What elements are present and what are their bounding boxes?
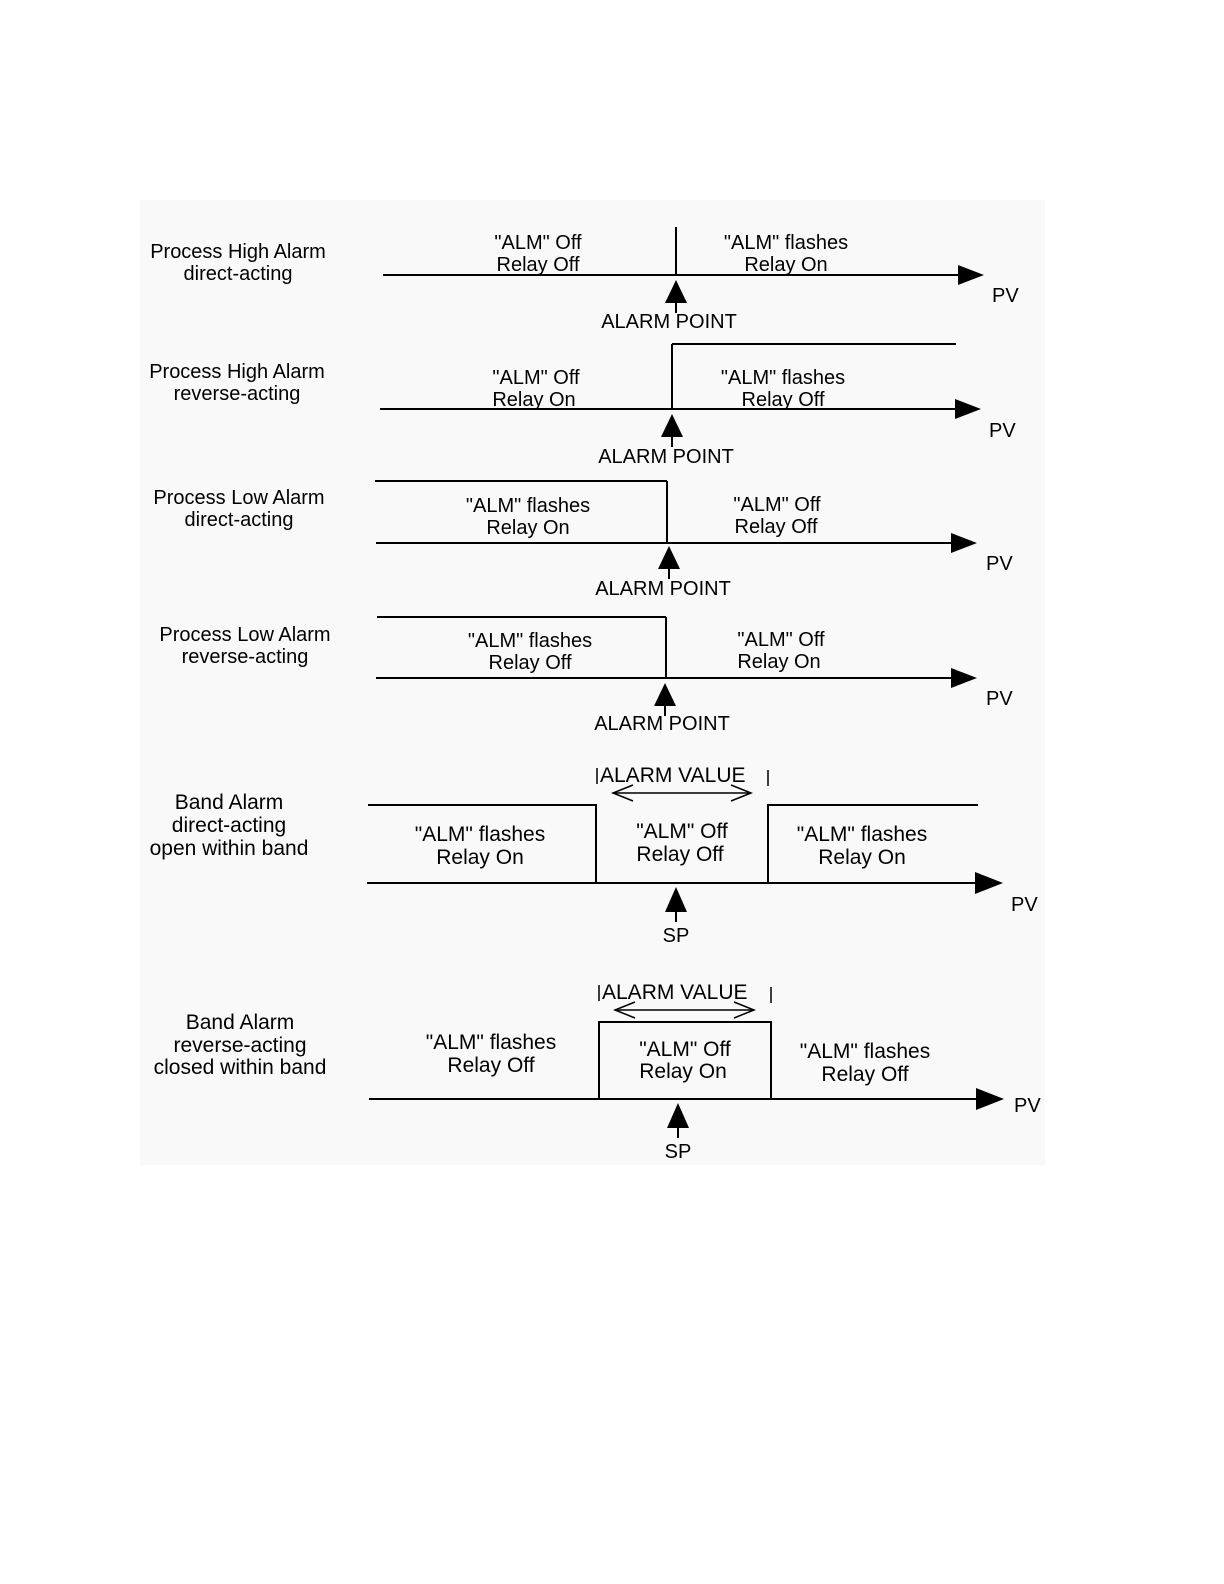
band-label-line-3: closed within band bbox=[154, 1056, 327, 1079]
right-state-line-1: "ALM" flashes bbox=[800, 1040, 930, 1063]
right-state-line-2: Relay Off bbox=[735, 516, 818, 538]
band-label-line-1: Band Alarm bbox=[175, 791, 284, 814]
left-state-line-1: "ALM" Off bbox=[494, 232, 582, 254]
left-state-line-1: "ALM" flashes bbox=[468, 630, 592, 652]
center-state-line-1: "ALM" Off bbox=[639, 1038, 731, 1061]
alarm-point-arrowhead bbox=[654, 683, 676, 706]
alarm-point-arrowhead bbox=[658, 546, 680, 569]
right-state-line-2: Relay Off bbox=[742, 389, 825, 411]
left-state-line-1: "ALM" flashes bbox=[426, 1031, 556, 1054]
band-label-line-2: reverse-acting bbox=[173, 1034, 306, 1057]
pv-axis-arrowhead bbox=[951, 533, 977, 553]
pv-axis-arrowhead bbox=[975, 872, 1003, 894]
row-process-low-reverse: Process Low Alarm reverse-acting "ALM" f… bbox=[159, 616, 1013, 735]
band-reverse-closed: Band Alarm reverse-acting closed within … bbox=[154, 981, 1042, 1163]
alarm-point-arrowhead bbox=[661, 414, 683, 437]
pv-axis-label: PV bbox=[986, 553, 1013, 575]
alarm-point-label: ALARM POINT bbox=[594, 713, 730, 735]
row-label-line-2: direct-acting bbox=[185, 509, 294, 531]
pv-axis-label: PV bbox=[992, 285, 1019, 307]
left-state-line-2: Relay Off bbox=[489, 652, 572, 674]
alarm-point-label: ALARM POINT bbox=[598, 446, 734, 468]
setpoint-arrowhead bbox=[667, 1103, 689, 1128]
right-state-line-2: Relay On bbox=[744, 254, 827, 276]
left-state-line-1: "ALM" Off bbox=[492, 367, 580, 389]
band-label-line-2: direct-acting bbox=[172, 814, 286, 837]
row-process-low-direct: Process Low Alarm direct-acting "ALM" fl… bbox=[153, 480, 1013, 600]
row-process-high-direct: Process High Alarm direct-acting "ALM" O… bbox=[150, 227, 1019, 333]
diagram-background bbox=[140, 200, 1045, 1165]
row-label-line-1: Process Low Alarm bbox=[153, 487, 324, 509]
center-state-line-1: "ALM" Off bbox=[636, 820, 728, 843]
right-state-line-1: "ALM" Off bbox=[733, 494, 821, 516]
left-state-line-2: Relay Off bbox=[497, 254, 580, 276]
left-state-line-1: "ALM" flashes bbox=[415, 823, 545, 846]
pv-axis-label: PV bbox=[1011, 894, 1038, 916]
pv-axis-arrowhead bbox=[951, 668, 977, 688]
band-label-line-3: open within band bbox=[150, 837, 309, 860]
row-label-line-1: Process High Alarm bbox=[149, 361, 325, 383]
pv-axis-arrowhead bbox=[958, 265, 984, 285]
row-label-line-1: Process Low Alarm bbox=[159, 624, 330, 646]
left-state-line-1: "ALM" flashes bbox=[466, 495, 590, 517]
setpoint-arrowhead bbox=[665, 887, 687, 912]
left-state-line-2: Relay On bbox=[486, 517, 569, 539]
left-state-line-2: Relay On bbox=[492, 389, 575, 411]
row-label-line-2: direct-acting bbox=[184, 263, 293, 285]
right-state-line-2: Relay On bbox=[818, 846, 906, 869]
relay-state-right bbox=[767, 804, 978, 883]
left-state-line-2: Relay Off bbox=[447, 1054, 534, 1077]
row-process-high-reverse: Process High Alarm reverse-acting "ALM" … bbox=[149, 343, 1016, 468]
left-state-line-2: Relay On bbox=[436, 846, 524, 869]
pv-axis-label: PV bbox=[1014, 1095, 1041, 1117]
band-value-label: ALARM VALUE bbox=[602, 981, 748, 1004]
band-width-arrowhead-right bbox=[733, 1001, 757, 1019]
setpoint-label: SP bbox=[663, 925, 690, 947]
band-width-arrowhead-left bbox=[610, 784, 634, 802]
center-state-line-2: Relay On bbox=[639, 1060, 727, 1083]
band-label-line-1: Band Alarm bbox=[186, 1011, 295, 1034]
row-label-line-2: reverse-acting bbox=[182, 646, 309, 668]
band-direct-open: Band Alarm direct-acting open within ban… bbox=[150, 764, 1039, 947]
band-width-arrowhead-right bbox=[730, 784, 754, 802]
relay-state-left bbox=[368, 804, 597, 883]
alarm-point-label: ALARM POINT bbox=[601, 311, 737, 333]
row-label-line-1: Process High Alarm bbox=[150, 241, 326, 263]
alarm-point-label: ALARM POINT bbox=[595, 578, 731, 600]
row-label-line-2: reverse-acting bbox=[174, 383, 301, 405]
alarm-point-arrowhead bbox=[665, 280, 687, 303]
center-state-line-2: Relay Off bbox=[636, 843, 723, 866]
right-state-line-1: "ALM" Off bbox=[737, 629, 825, 651]
pv-axis-label: PV bbox=[986, 688, 1013, 710]
pv-axis-label: PV bbox=[989, 420, 1016, 442]
pv-axis-arrowhead bbox=[976, 1088, 1004, 1110]
band-value-label: ALARM VALUE bbox=[600, 764, 746, 787]
right-state-line-1: "ALM" flashes bbox=[797, 823, 927, 846]
right-state-line-1: "ALM" flashes bbox=[721, 367, 845, 389]
setpoint-label: SP bbox=[665, 1141, 692, 1163]
band-width-arrowhead-left bbox=[612, 1001, 636, 1019]
right-state-line-2: Relay On bbox=[737, 651, 820, 673]
right-state-line-2: Relay Off bbox=[821, 1063, 908, 1086]
pv-axis-arrowhead bbox=[955, 399, 981, 419]
right-state-line-1: "ALM" flashes bbox=[724, 232, 848, 254]
